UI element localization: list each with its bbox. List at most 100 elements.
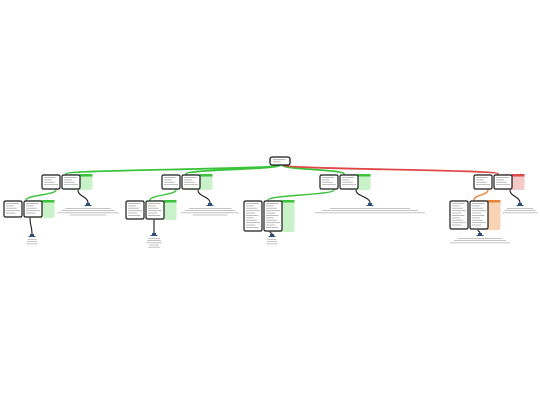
branch-1-sub-card-text-1 (6, 210, 20, 212)
branch-4-sub-card-text-1 (452, 222, 466, 224)
branch-1-leaf-icon (86, 203, 90, 205)
branch-3-sub-card[interactable] (243, 200, 295, 232)
branch-4-leaf-icon (518, 203, 522, 205)
branch-1-card-text-2 (64, 177, 77, 178)
branch-1-sub-card-text-1 (6, 212, 16, 214)
branch-1-sub-card[interactable] (3, 200, 55, 218)
branch-3-sub-card-text-2 (266, 219, 277, 221)
branch-2-sub-card-text-2 (148, 212, 158, 214)
branch-3-leaf[interactable] (315, 203, 425, 214)
branch-4-sub-leaf-icon (478, 233, 482, 235)
branch-2-card[interactable] (161, 174, 213, 190)
branch-1-sub-card-text-1 (6, 207, 17, 209)
branch-2-sub-card-text-2 (148, 205, 156, 207)
connector-root-branch-2 (185, 164, 281, 175)
branch-4-sub-card-text-1 (452, 215, 465, 216)
branch-4-sub-leaf-text (458, 238, 502, 239)
branch-4-leaf-text (504, 210, 536, 211)
root-box[interactable] (269, 156, 291, 166)
branch-3-sub-card-text-2 (266, 207, 277, 209)
branch-3-sub-card-text-1 (246, 212, 256, 214)
connector-b2-sub (149, 189, 177, 201)
branch-3-leaf-icon (368, 203, 372, 205)
branch-2-sub-card-text-1 (128, 215, 141, 216)
branch-2-leaf-icon-base (206, 205, 214, 206)
branch-2-card-text-1 (164, 179, 172, 181)
branch-1-card-text-1 (44, 179, 52, 181)
branch-4-sub-leaf[interactable] (450, 233, 510, 244)
branch-2-sub-card-text-1 (128, 205, 136, 207)
branch-3-sub-card-text-2 (266, 212, 276, 214)
branch-2-sub-leaf[interactable] (146, 233, 162, 248)
branch-2-sub-card-text-2 (148, 215, 161, 216)
branch-2-leaf[interactable] (181, 203, 239, 216)
branch-2-sub-card-text-1 (128, 207, 139, 209)
branch-1-card[interactable] (41, 174, 93, 190)
branch-1-sub-leaf-icon-base (28, 236, 36, 237)
branch-4-sub-card-text-2 (472, 219, 483, 221)
branch-2-sub-leaf-text (148, 246, 160, 248)
branch-2-card-text-1 (164, 181, 175, 183)
branch-2-sub-card-text-1 (128, 203, 141, 204)
branch-1-card-text-1 (44, 177, 57, 178)
connector-b4-sub (473, 189, 489, 201)
branch-4-card[interactable] (473, 174, 525, 190)
branch-1-leaf-icon-base (84, 205, 92, 206)
branch-3-leaf-icon-base (366, 205, 374, 206)
connector-b2-leaf (197, 189, 211, 204)
branch-2-sub-card-text-2 (148, 210, 162, 212)
branch-2-card-text-2 (184, 181, 195, 183)
branch-1-leaf[interactable] (57, 203, 119, 216)
branch-4-card-text-2 (496, 181, 507, 183)
branch-3-sub-card-text-2 (266, 222, 280, 224)
root-text (273, 159, 286, 160)
branch-4-sub-leaf-text (454, 240, 506, 241)
branch-4-sub-card-text-2 (472, 210, 486, 212)
branch-1-sub-card-text-2 (26, 212, 36, 214)
connector-b1-leaf (77, 189, 89, 204)
branch-1-sub-leaf[interactable] (26, 234, 38, 245)
branch-4-card-text-2 (496, 179, 504, 181)
branch-3-card-tab-stripe (358, 174, 371, 177)
connector-b1-sub-leaf (29, 217, 33, 235)
branch-4-sub-card-text-1 (452, 203, 465, 204)
branch-1-card-text-2 (64, 179, 72, 181)
branch-4-leaf-text (502, 212, 538, 214)
branch-2-leaf-text (181, 212, 239, 214)
branch-2-sub-card[interactable] (125, 200, 177, 220)
branch-3-sub-card-text-1 (246, 222, 260, 224)
branch-3-card-text-2 (342, 181, 353, 183)
branch-3-card[interactable] (319, 174, 371, 190)
branch-3-sub-card-text-2 (266, 227, 279, 228)
branch-3-sub-card-text-2 (266, 217, 274, 219)
branch-1-card-text-2 (64, 184, 78, 186)
branch-1-card-text-1 (44, 181, 55, 183)
branch-1-card-tab-stripe (80, 174, 93, 177)
connector-root-branch-1 (65, 164, 279, 175)
branch-3-sub-card-text-1 (246, 219, 257, 221)
branch-4-leaf-icon-base (516, 205, 524, 206)
connector-b4-sub-leaf (477, 229, 481, 234)
branch-3-card-text-1 (322, 184, 336, 186)
branch-2-sub-card-text-2 (148, 203, 161, 204)
branch-3-sub-card-text-1 (246, 203, 259, 204)
branch-4-leaf[interactable] (502, 203, 538, 214)
branch-4-sub-leaf-text (450, 242, 510, 244)
branch-4-card-text-1 (476, 181, 487, 183)
branch-1-leaf-text (61, 210, 115, 211)
root-node[interactable] (269, 156, 291, 166)
branch-2-sub-leaf-text (146, 242, 162, 244)
branch-4-card-text-2 (496, 184, 510, 186)
nodes-layer (3, 156, 538, 248)
branch-3-sub-leaf-icon (270, 234, 274, 236)
branch-2-card-tab-stripe (200, 174, 213, 177)
branch-3-sub-leaf[interactable] (266, 234, 278, 245)
branch-3-sub-card-text-1 (246, 217, 254, 219)
branch-2-sub-leaf-text (148, 238, 160, 239)
branch-3-leaf-text (322, 210, 418, 211)
branch-4-sub-card[interactable] (449, 200, 501, 230)
branch-1-sub-card-text-2 (26, 210, 40, 212)
branch-4-sub-card-text-2 (472, 215, 485, 216)
branch-1-sub-leaf-text (27, 239, 37, 240)
branch-4-sub-card-text-2 (472, 212, 482, 214)
